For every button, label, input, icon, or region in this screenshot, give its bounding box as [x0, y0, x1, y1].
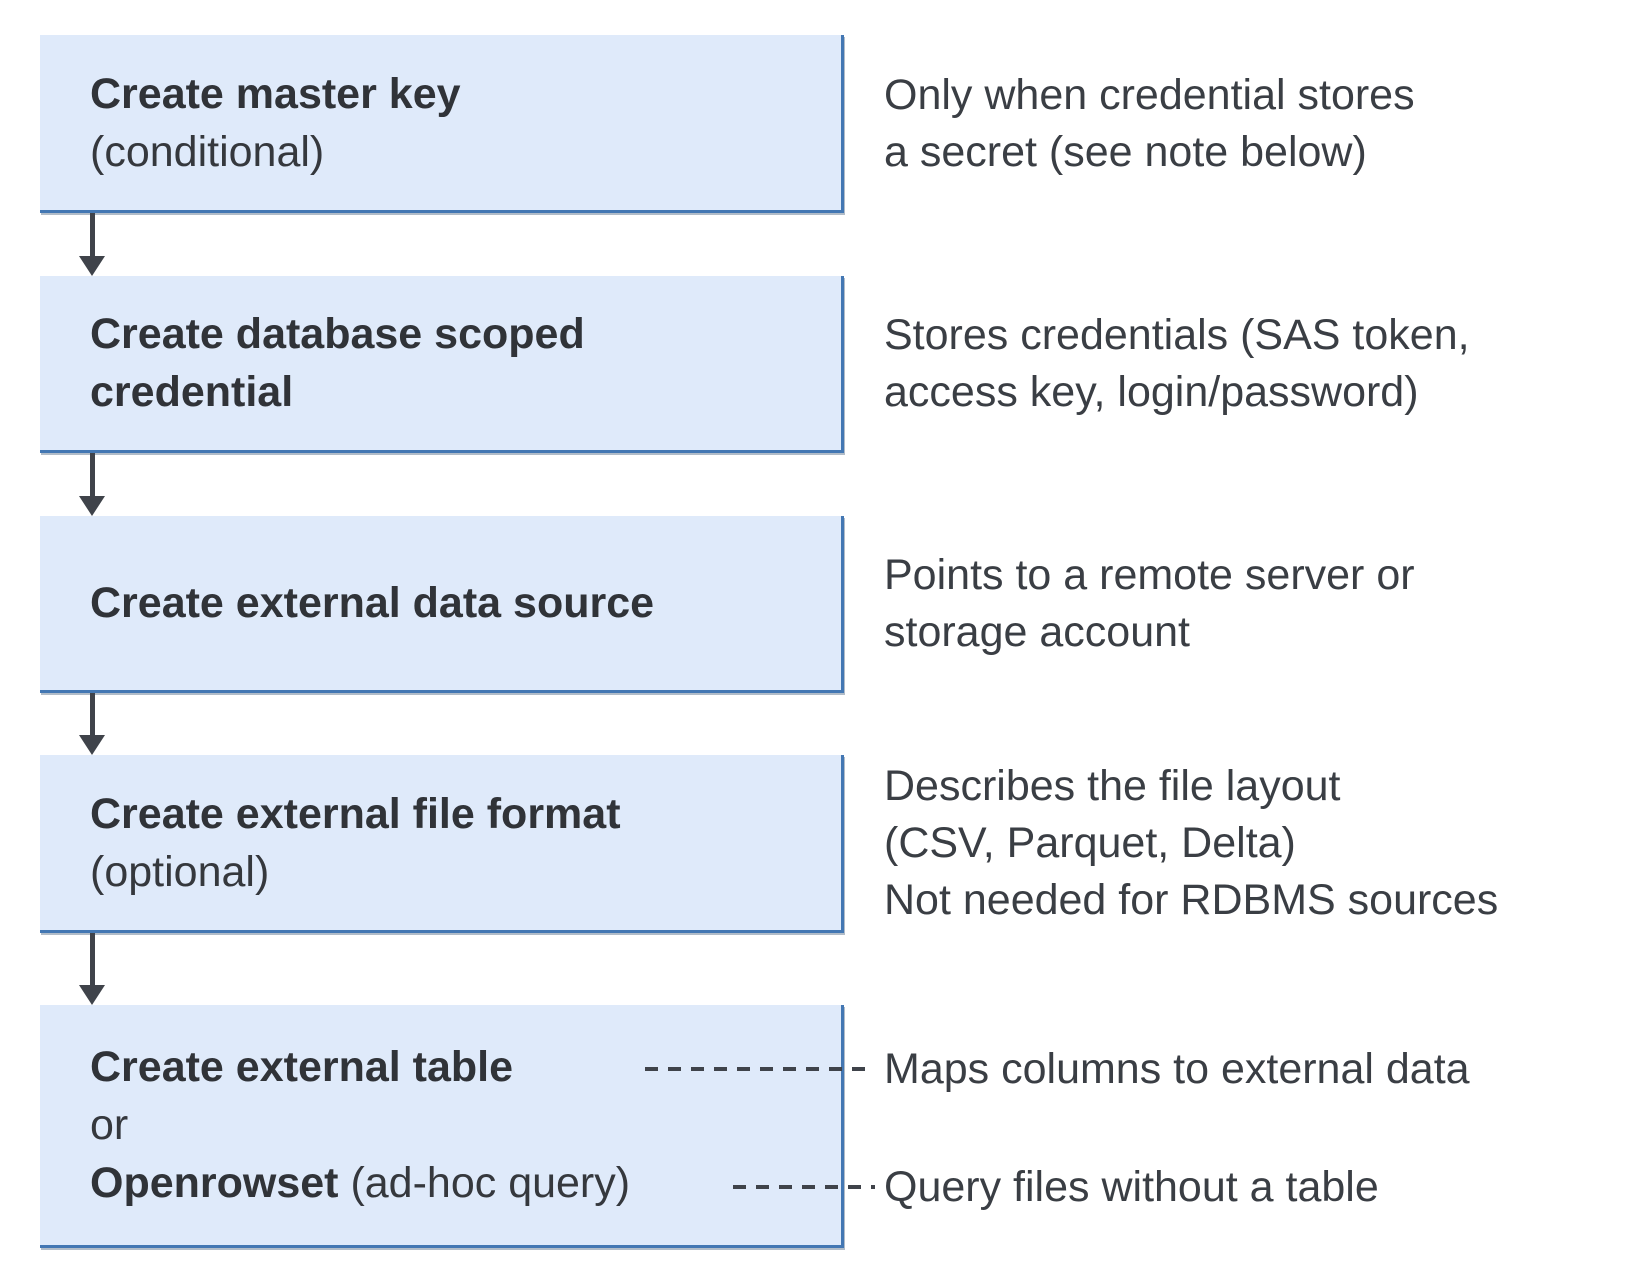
dashed-connector-external-table — [645, 1067, 875, 1071]
arrow-stem — [89, 693, 95, 735]
note-external-file-format: Describes the file layout (CSV, Parquet,… — [884, 762, 1499, 924]
step-qualifier: (conditional) — [90, 127, 325, 176]
step-qualifier: (optional) — [90, 847, 270, 896]
down-arrow-icon — [79, 213, 105, 276]
note-master-key: Only when credential stores a secret (se… — [884, 71, 1415, 176]
arrow-stem — [89, 453, 95, 496]
step-box-create-database-scoped-credential: Create database scoped credential — [40, 276, 844, 453]
down-arrow-icon — [79, 693, 105, 755]
step-title: Create external file format — [90, 785, 841, 843]
arrow-head — [79, 985, 105, 1005]
step-box-create-external-table-or-openrowset: Create external table or Openrowset (ad-… — [40, 1005, 844, 1248]
arrow-stem — [89, 213, 95, 256]
step-alt-title-text: Openrowset — [90, 1159, 339, 1207]
step-title: Create database scoped credential — [90, 305, 841, 421]
note-openrowset: Query files without a table — [884, 1163, 1379, 1211]
down-arrow-icon — [79, 453, 105, 516]
step-alt-title: Openrowset (ad-hoc query) — [90, 1154, 841, 1212]
arrow-head — [79, 256, 105, 276]
step-title-text: Create external data source — [90, 579, 655, 627]
step-or-label: or — [90, 1101, 129, 1149]
note-external-data-source: Points to a remote server or storage acc… — [884, 551, 1415, 656]
note-external-table: Maps columns to external data — [884, 1045, 1470, 1093]
step-title-text: Create external file format — [90, 789, 621, 838]
step-title-text: Create master key — [90, 69, 461, 118]
down-arrow-icon — [79, 933, 105, 1005]
arrow-stem — [89, 933, 95, 985]
step-title: Create master key — [90, 65, 841, 123]
step-title-text: Create database scoped credential — [90, 310, 585, 416]
step-box-create-master-key: Create master key (conditional) — [40, 35, 844, 213]
step-box-create-external-file-format: Create external file format (optional) — [40, 755, 844, 933]
step-box-create-external-data-source: Create external data source — [40, 516, 844, 693]
step-alt-qualifier: (ad-hoc query) — [338, 1159, 631, 1207]
step-title-text: Create external table — [90, 1043, 514, 1091]
arrow-head — [79, 496, 105, 516]
step-title: Create external table — [90, 1038, 841, 1096]
arrow-head — [79, 735, 105, 755]
step-title: Create external data source — [90, 574, 841, 632]
note-scoped-credential: Stores credentials (SAS token, access ke… — [884, 311, 1470, 416]
dashed-connector-openrowset — [733, 1185, 875, 1189]
